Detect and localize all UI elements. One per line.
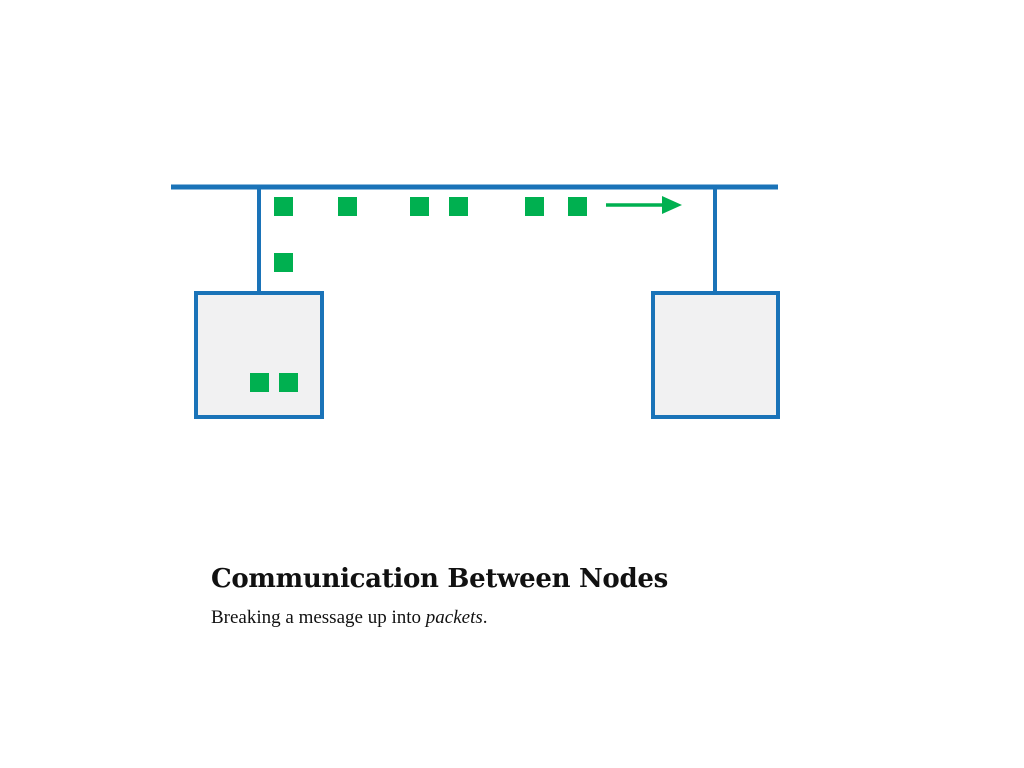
packet (274, 197, 293, 216)
diagram-caption: Communication Between Nodes Breaking a m… (211, 562, 911, 630)
sender-node (194, 291, 324, 419)
packet (279, 373, 298, 392)
packet (274, 253, 293, 272)
packet (250, 373, 269, 392)
caption-title: Communication Between Nodes (211, 564, 668, 594)
receiver-node (651, 291, 780, 419)
caption-subtitle: Breaking a message up into packets. (211, 606, 911, 630)
direction-arrow-icon (606, 196, 682, 214)
packet (449, 197, 468, 216)
packet (568, 197, 587, 216)
packet (410, 197, 429, 216)
caption-subtitle-text: Breaking a message up into (211, 607, 426, 628)
packet (338, 197, 357, 216)
caption-subtitle-emphasis: packets (425, 607, 483, 628)
caption-subtitle-end: . (482, 607, 488, 628)
packet (525, 197, 544, 216)
